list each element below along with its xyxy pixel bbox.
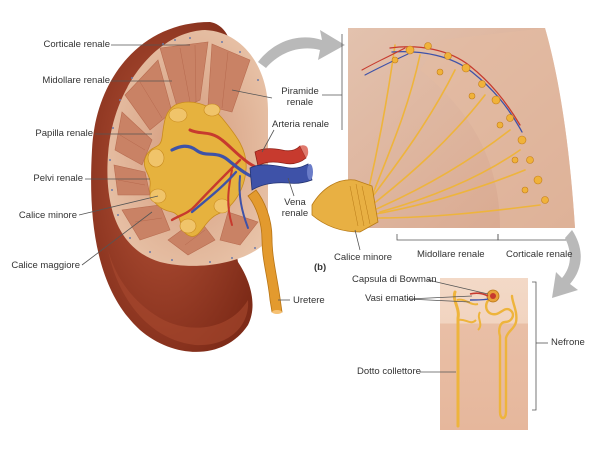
pyramid	[114, 111, 153, 166]
minor-calyx	[179, 218, 197, 234]
label-pelvi-renale: Pelvi renale	[33, 173, 83, 184]
renal-vessels	[170, 128, 272, 229]
label-calice-maggiore: Calice maggiore	[11, 260, 80, 271]
label-piramide-renale: Piramide renale	[281, 86, 319, 108]
blood-vessel-red	[469, 292, 489, 297]
label-calice-minore-b: Calice minore	[334, 252, 393, 263]
vein-branch	[170, 144, 272, 182]
vein-branch	[238, 175, 249, 229]
label-arteria-renale: Arteria renale	[272, 119, 330, 130]
artery-branch	[170, 158, 242, 222]
collecting-duct	[452, 290, 460, 428]
wedge-calyx-tip	[311, 179, 379, 233]
cortex-dots	[109, 37, 259, 263]
wedge-glomeruli	[391, 42, 549, 204]
vein-branch	[190, 170, 238, 214]
minor-calyx	[147, 148, 165, 168]
pyramid	[113, 164, 151, 196]
kidney-section	[91, 22, 313, 352]
label-uretere: Uretere	[293, 295, 325, 306]
artery-branch	[188, 128, 270, 172]
label-papilla-renale: Papilla renale	[35, 128, 93, 139]
label-capsula-di-bowman: Capsula di Bowman	[352, 274, 437, 285]
label-midollare-renale-b: Midollare renale	[417, 249, 485, 260]
label-corticale-renale-b: Corticale renale	[506, 249, 573, 260]
kidney-lower-pole	[108, 250, 249, 346]
label-calice-minore: Calice minore	[18, 210, 77, 221]
minor-calyx	[168, 107, 188, 123]
label-vasi-ematici: Vasi ematici	[365, 293, 416, 304]
wedge-tubules	[367, 44, 541, 219]
label-corticale-renale: Corticale renale	[43, 39, 110, 50]
artery-branch	[227, 169, 233, 226]
panel-b-brackets	[396, 234, 573, 241]
pyramid-striations	[117, 44, 229, 246]
renal-artery	[254, 145, 307, 167]
wedge-vessels	[361, 46, 523, 133]
pyramid	[207, 43, 251, 113]
leader-lines	[78, 34, 548, 373]
label-vena-renale: Vena renale	[281, 197, 309, 219]
label-panel-b: (b)	[314, 262, 327, 273]
blood-vessel-blue	[469, 298, 489, 301]
nephron-panel	[440, 278, 537, 430]
nephron-tubule	[484, 294, 518, 420]
zoom-arrow-bottom	[552, 230, 581, 298]
pyramid	[219, 211, 259, 246]
label-midollare-renale: Midollare renale	[42, 75, 110, 86]
label-nefrone: Nefrone	[551, 337, 585, 348]
label-dotto-collettore: Dotto collettore	[357, 366, 421, 377]
panel-b-wedge	[311, 28, 575, 233]
renal-vein	[249, 163, 313, 191]
minor-calyx	[213, 198, 231, 214]
minor-calyx	[203, 103, 221, 117]
zoom-arrow-top	[258, 30, 345, 68]
